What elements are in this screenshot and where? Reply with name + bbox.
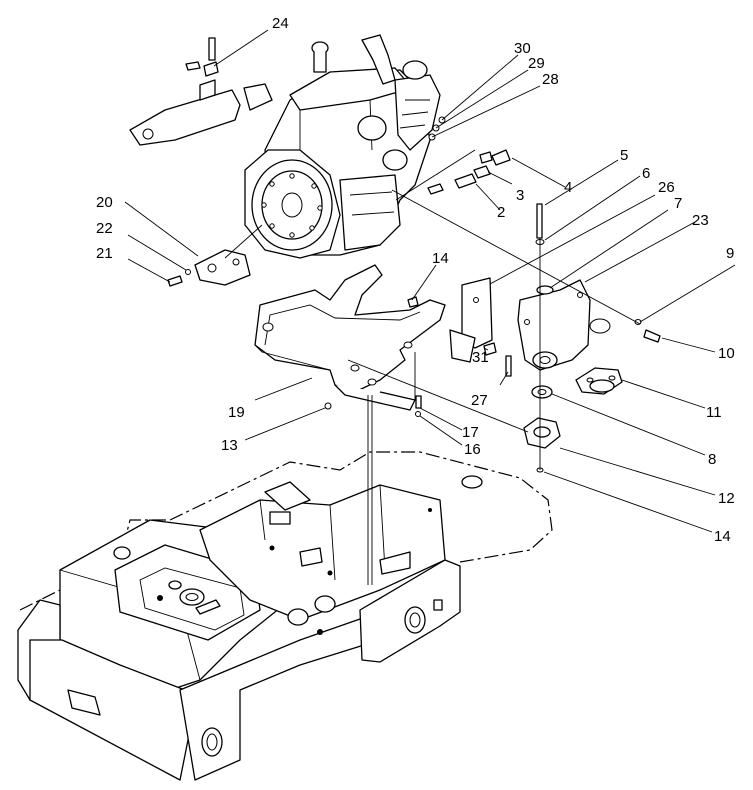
callout-7: 7 [674, 195, 682, 212]
callout-24: 24 [272, 15, 289, 32]
callout-17: 17 [462, 424, 479, 441]
callout-27: 27 [471, 392, 488, 409]
callout-2: 2 [497, 204, 505, 221]
callout-9: 9 [726, 245, 734, 262]
engine-mount-plate [254, 264, 446, 411]
callout-28: 28 [542, 71, 559, 88]
callout-30: 30 [514, 40, 531, 57]
vertical-bracket [407, 277, 512, 377]
callout-29: 29 [528, 55, 545, 72]
callout-22: 22 [96, 220, 113, 237]
callout-13: 13 [221, 437, 238, 454]
flywheel-bolt-holes [261, 173, 323, 238]
small-hardware [324, 395, 422, 417]
bolt-9-10 [634, 319, 661, 343]
callout-8: 8 [708, 451, 716, 468]
engine [244, 34, 441, 259]
callout-6: 6 [642, 165, 650, 182]
callout-23: 23 [692, 212, 709, 229]
callout-26: 26 [658, 179, 675, 196]
callout-3: 3 [516, 187, 524, 204]
callout-10: 10 [718, 345, 735, 362]
vehicle-frame [17, 451, 553, 781]
left-engine-bracket [167, 249, 251, 287]
callout-16: 16 [464, 441, 481, 458]
callout-19: 19 [228, 404, 245, 421]
callout-21: 21 [96, 245, 113, 262]
callout-14-upper: 14 [432, 250, 449, 267]
callout-14-lower: 14 [714, 528, 731, 545]
lower-isolator [523, 385, 561, 473]
callout-31: 31 [472, 349, 489, 366]
callout-20: 20 [96, 194, 113, 211]
assembly-lines [224, 149, 641, 585]
callout-12: 12 [718, 490, 735, 507]
isolator-mount [575, 367, 623, 395]
leader-lines [124, 29, 736, 533]
right-mount-bracket [517, 203, 611, 371]
callout-11: 11 [706, 404, 722, 421]
callout-5: 5 [620, 147, 628, 164]
lifting-bracket [129, 37, 273, 146]
engine-hardware [427, 116, 511, 195]
callout-numbers: 24 30 29 28 5 4 3 2 6 26 7 23 9 20 22 21… [96, 15, 735, 545]
callout-4: 4 [564, 179, 572, 196]
